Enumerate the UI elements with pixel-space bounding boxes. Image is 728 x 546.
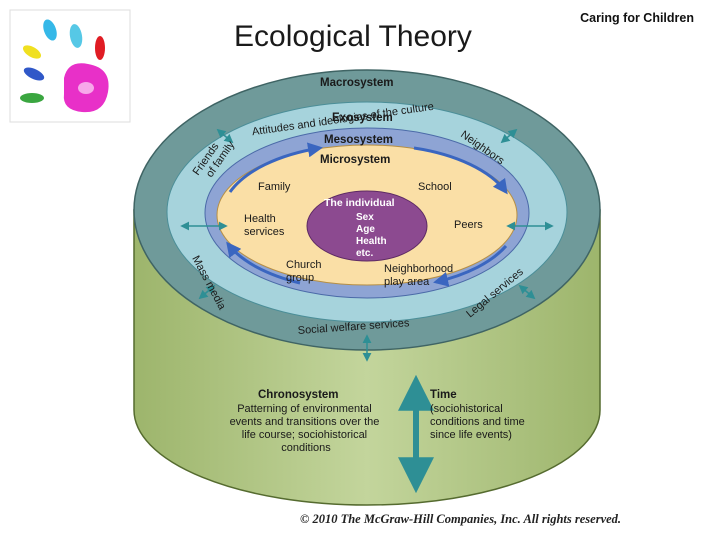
course-tag: Caring for Children: [580, 11, 694, 25]
exosystem-label: Exosystem: [332, 112, 393, 124]
school-label: School: [418, 181, 452, 193]
time-description: (sociohistorical conditions and time sin…: [430, 403, 528, 441]
chronosystem-description: Patterning of environmental events and t…: [230, 403, 383, 454]
macrosystem-label: Macrosystem: [320, 77, 394, 89]
time-title: Time: [430, 389, 457, 401]
individual-items: Sex Age Health etc.: [356, 212, 389, 259]
health-services-label: Health services: [244, 213, 285, 238]
individual-core: [306, 190, 428, 262]
microsystem-label: Microsystem: [320, 154, 390, 166]
family-label: Family: [258, 181, 291, 193]
hand-logo: [9, 9, 131, 123]
peers-label: Peers: [454, 219, 483, 231]
copyright-footer: © 2010 The McGraw-Hill Companies, Inc. A…: [300, 512, 622, 526]
slide-title: Ecological Theory: [234, 20, 472, 53]
individual-title: The individual: [324, 197, 395, 209]
mesosystem-label: Mesosystem: [324, 134, 393, 146]
neighborhood-label: Neighborhood play area: [384, 263, 456, 288]
chronosystem-title: Chronosystem: [258, 389, 339, 401]
church-group-label: Church group: [286, 259, 325, 284]
